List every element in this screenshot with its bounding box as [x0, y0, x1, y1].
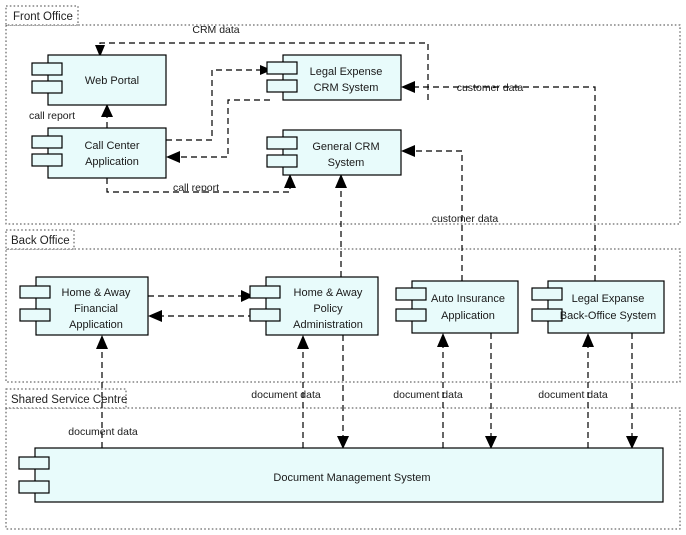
edge-label-customer-data-auto: customer data [432, 213, 499, 225]
group-label-front-office: Front Office [13, 11, 73, 23]
port-provided-lower [31, 153, 63, 167]
port-provided-upper [249, 285, 281, 299]
port-provided-upper [266, 136, 298, 150]
component-label-general-crm-line1: General CRM [312, 141, 379, 153]
edge-label-document-data-policy: document data [251, 389, 321, 401]
edge-label-call-report-web: call report [29, 110, 75, 122]
edge-label-document-data-legal: document data [538, 389, 608, 401]
component-label-call-center-line2: Application [85, 156, 139, 168]
port-provided-lower [249, 308, 281, 322]
component-home-away-financial-application[interactable]: Home & Away Financial Application [19, 276, 149, 336]
port-provided-lower [395, 308, 427, 322]
edge-label-customer-data-legal: customer data [457, 82, 524, 94]
component-label-call-center-line1: Call Center [84, 140, 139, 152]
component-general-crm-system[interactable]: General CRM System [266, 129, 402, 176]
component-label-ha-financial-line3: Application [69, 319, 123, 331]
edge-customer-data-auto-to-general[interactable]: customer data [401, 145, 498, 281]
edge-call-report-to-general-crm[interactable]: call report [106, 174, 296, 194]
edge-label-crm-data: CRM data [192, 24, 239, 36]
component-label-legal-expense-crm-line2: CRM System [314, 82, 379, 94]
edge-general-crm-to-call-center[interactable] [166, 99, 270, 163]
component-label-web-portal: Web Portal [85, 75, 139, 87]
component-label-ha-policy-line2: Policy [313, 303, 343, 315]
edge-call-report-to-web-portal[interactable]: call report [29, 104, 113, 128]
component-label-legal-expanse-line2: Back-Office System [560, 310, 656, 322]
edge-financial-to-policy-admin[interactable] [148, 290, 254, 302]
port-provided-lower [19, 308, 51, 322]
port-provided-lower [18, 480, 50, 494]
port-provided-upper [395, 287, 427, 301]
component-label-ha-financial-line1: Home & Away [62, 287, 131, 299]
port-provided-upper [19, 285, 51, 299]
port-provided-lower [531, 308, 563, 322]
component-label-ha-financial-line2: Financial [74, 303, 118, 315]
port-provided-lower [266, 154, 298, 168]
port-provided-upper [31, 62, 63, 76]
port-provided-lower [31, 80, 63, 94]
edge-auto-to-dms[interactable] [485, 333, 497, 449]
component-label-auto-insurance-line1: Auto Insurance [431, 293, 505, 305]
component-auto-insurance-application[interactable]: Auto Insurance Application [395, 280, 519, 334]
group-shared-service-centre[interactable]: Shared Service Centre [5, 388, 681, 530]
component-label-general-crm-line2: System [328, 157, 365, 169]
edge-crm-data-to-web-portal[interactable]: CRM data [95, 24, 429, 100]
port-provided-upper [266, 61, 298, 75]
port-provided-upper [31, 135, 63, 149]
group-front-office[interactable]: Front Office [5, 5, 681, 225]
edge-policy-admin-to-general-crm[interactable] [335, 174, 347, 277]
port-provided-upper [18, 456, 50, 470]
component-label-document-management-system: Document Management System [273, 472, 430, 484]
component-label-legal-expanse-line1: Legal Expanse [572, 293, 645, 305]
port-provided-upper [531, 287, 563, 301]
edge-policy-admin-to-financial[interactable] [148, 310, 254, 322]
component-label-ha-policy-line3: Administration [293, 319, 363, 331]
edge-legal-back-to-dms[interactable] [626, 333, 638, 449]
group-label-shared-service-centre: Shared Service Centre [11, 394, 127, 406]
component-legal-expense-crm-system[interactable]: Legal Expense CRM System [266, 54, 402, 101]
component-web-portal[interactable]: Web Portal [31, 54, 167, 106]
component-document-management-system[interactable]: Document Management System [18, 447, 664, 503]
edge-document-data-financial[interactable]: document data [68, 335, 138, 448]
port-provided-lower [266, 79, 298, 93]
component-legal-expanse-back-office-system[interactable]: Legal Expanse Back-Office System [531, 280, 665, 334]
edge-document-data-auto[interactable]: document data [393, 333, 463, 448]
edge-document-data-legal-back[interactable]: document data [538, 333, 608, 448]
edge-label-call-report-crm: call report [173, 182, 219, 194]
edge-document-data-policy-admin[interactable]: document data [251, 335, 321, 448]
edge-customer-data-legal-back-to-crm[interactable]: customer data [401, 81, 596, 281]
component-label-ha-policy-line1: Home & Away [294, 287, 363, 299]
component-label-auto-insurance-line2: Application [441, 310, 495, 322]
edge-policy-admin-to-dms[interactable] [337, 335, 349, 449]
group-label-back-office: Back Office [11, 235, 70, 247]
edge-label-document-data-financial: document data [68, 426, 138, 438]
edge-call-center-to-legal-crm[interactable] [166, 65, 272, 141]
group-back-office[interactable]: Back Office [5, 229, 681, 383]
component-label-legal-expense-crm-line1: Legal Expense [310, 66, 383, 78]
edge-label-document-data-auto: document data [393, 389, 463, 401]
component-home-away-policy-administration[interactable]: Home & Away Policy Administration [249, 276, 379, 336]
component-call-center-application[interactable]: Call Center Application [31, 127, 167, 179]
